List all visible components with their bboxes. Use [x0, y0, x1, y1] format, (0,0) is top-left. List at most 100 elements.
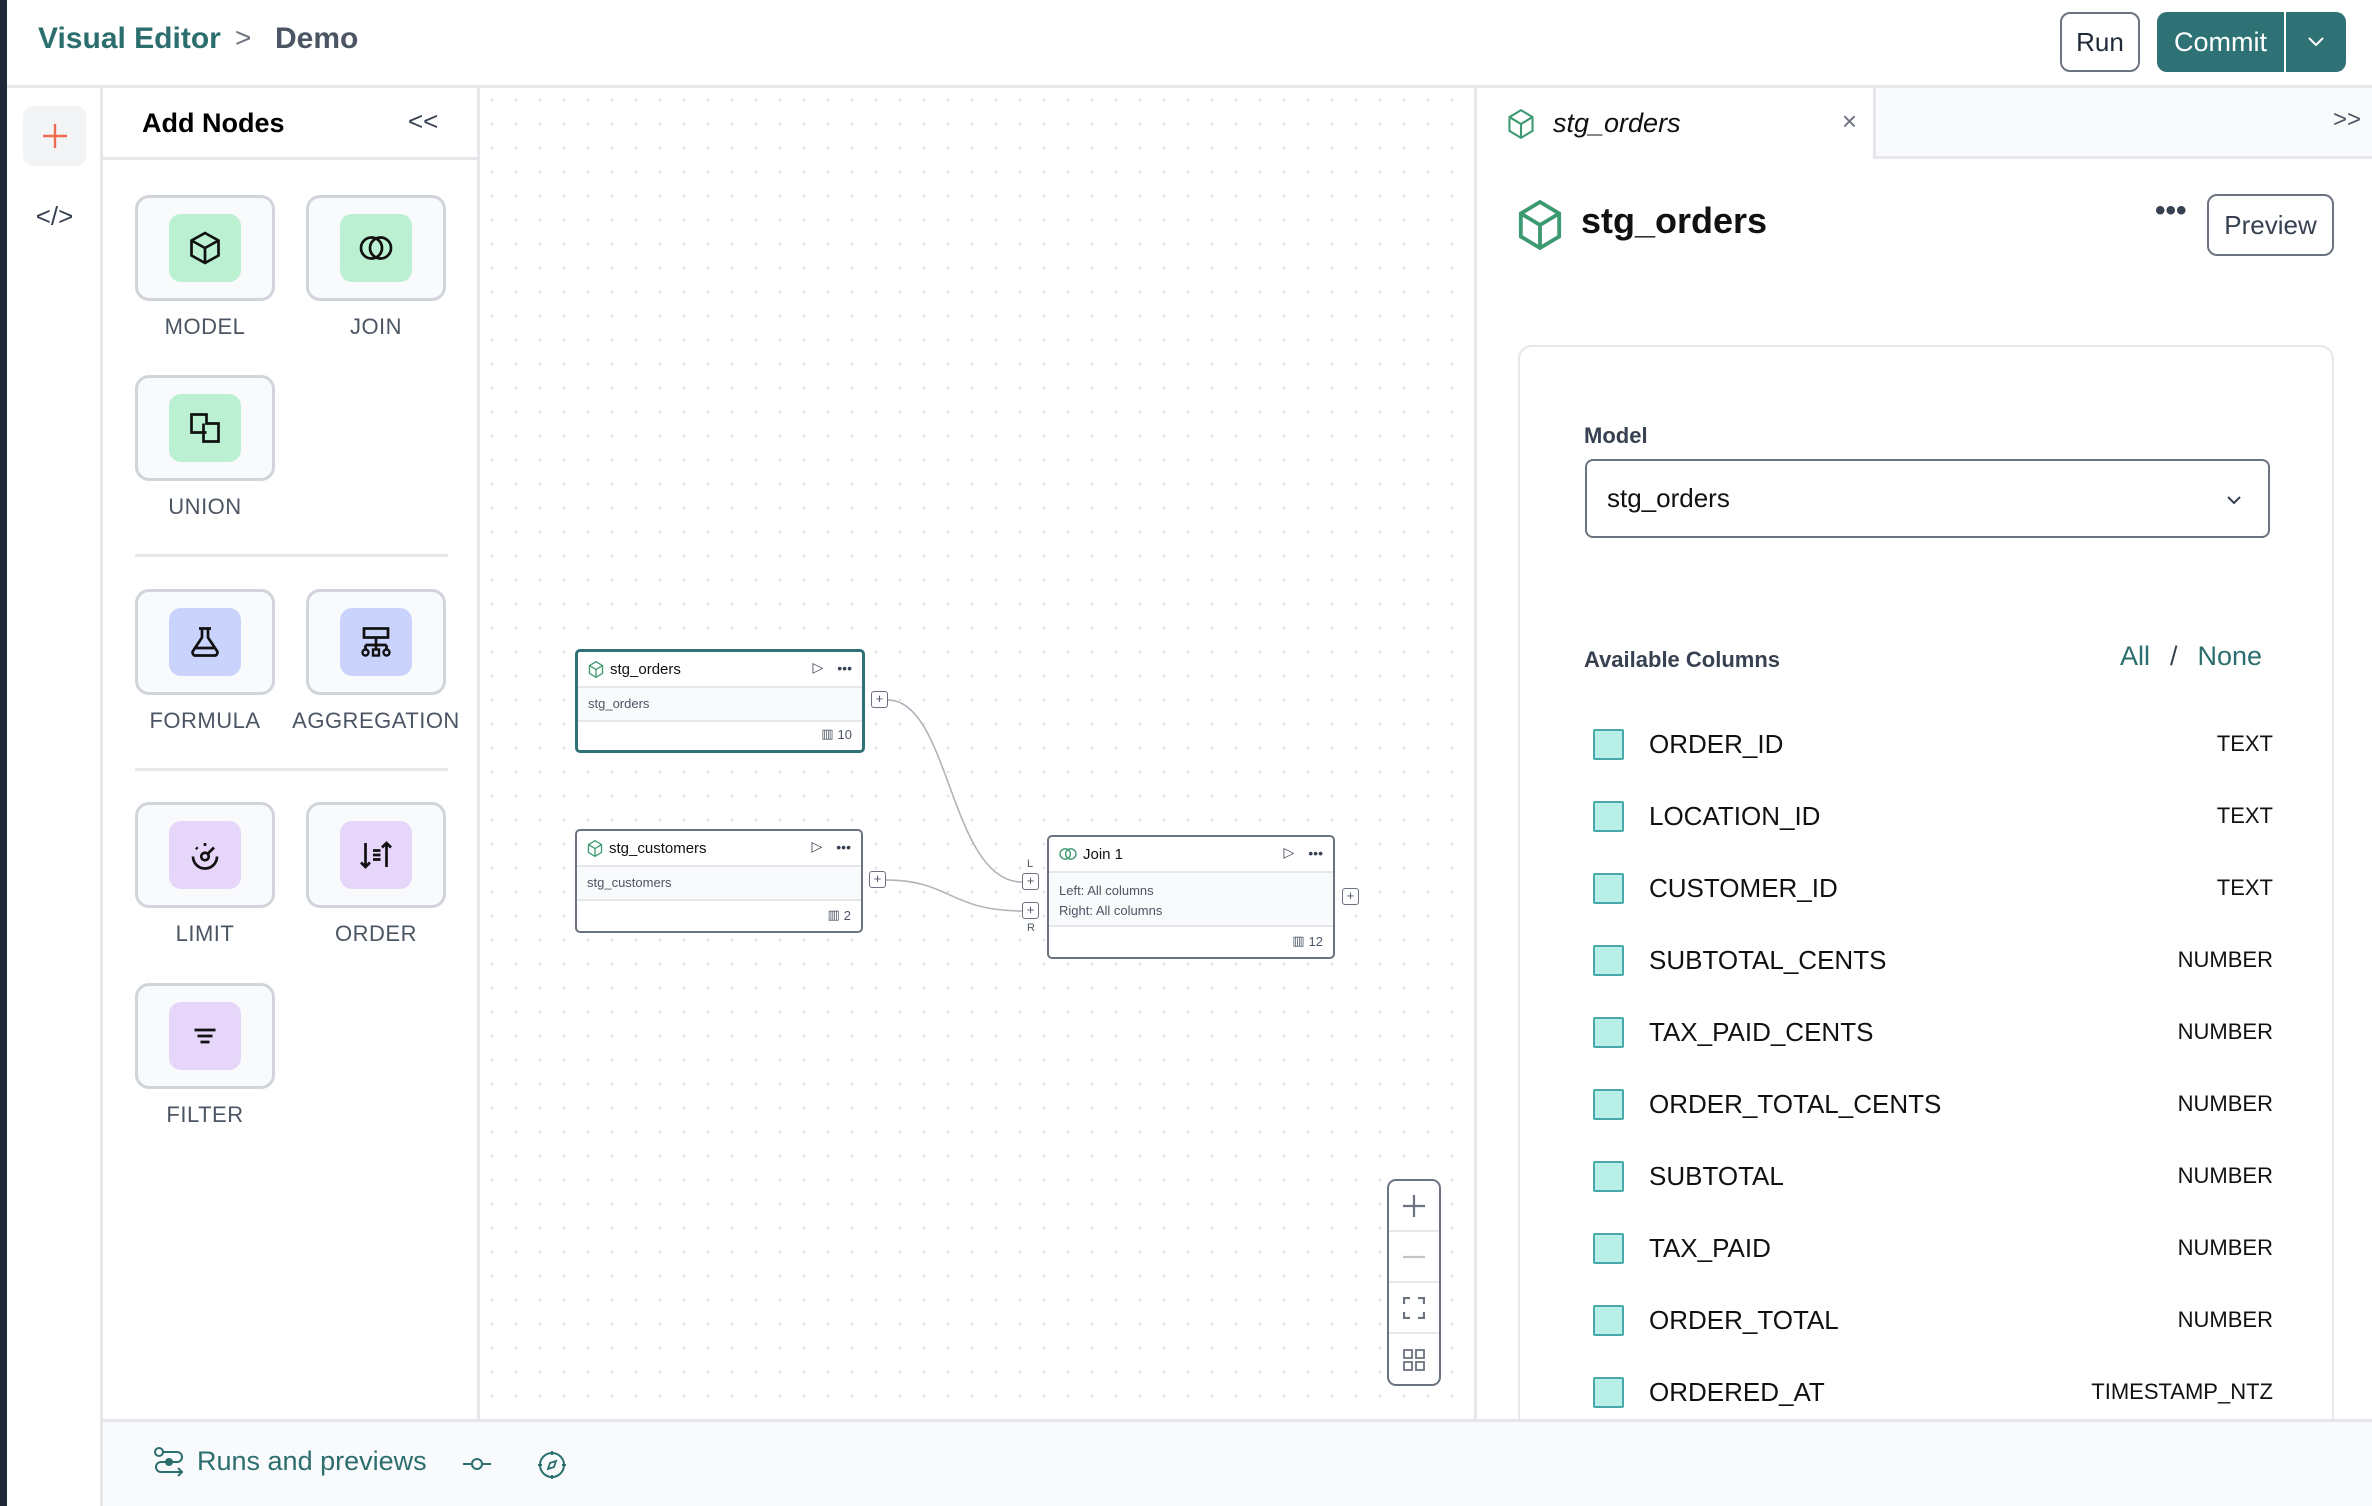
add-nodes-title: Add Nodes [142, 108, 285, 138]
node-title: Join 1 [1083, 845, 1124, 863]
columns-icon: ▥ [821, 726, 834, 741]
add-node-label: ORDER [335, 921, 417, 946]
run-button[interactable]: Run [2060, 12, 2140, 72]
column-name: SUBTOTAL [1649, 1160, 1784, 1191]
column-checkbox[interactable] [1593, 1160, 1624, 1192]
commit-icon[interactable] [462, 1456, 492, 1472]
grid-icon [1403, 1348, 1425, 1371]
add-node-formula[interactable] [135, 589, 275, 695]
more-icon[interactable]: ••• [837, 659, 852, 676]
column-checkbox[interactable] [1593, 728, 1624, 760]
close-tab-icon[interactable]: × [1841, 106, 1857, 136]
add-nodes-rail-button[interactable] [23, 106, 86, 166]
more-options-button[interactable]: ••• [2155, 194, 2187, 227]
fit-view-button[interactable] [1389, 1283, 1439, 1334]
column-name: ORDER_ID [1649, 728, 1784, 759]
add-node-aggregation[interactable] [306, 589, 446, 695]
add-node-union[interactable] [135, 375, 275, 481]
code-icon: </> [35, 200, 74, 231]
code-view-rail-button[interactable]: </> [23, 188, 86, 244]
add-node-limit[interactable] [135, 802, 275, 908]
flask-icon [191, 627, 219, 657]
output-port-join-1[interactable]: + [1342, 888, 1359, 905]
more-icon[interactable]: ••• [1308, 844, 1323, 861]
gauge-icon-bg [169, 821, 241, 889]
breadcrumb-separator: > [235, 22, 252, 53]
hierarchy-icon-bg [340, 608, 412, 676]
column-checkbox[interactable] [1593, 1376, 1624, 1408]
add-node-filter[interactable] [135, 983, 275, 1089]
plus-icon [42, 124, 67, 148]
select-none-link[interactable]: None [2197, 641, 2263, 671]
panel-tabs: stg_orders × >> [1477, 88, 2372, 159]
canvas-node-join-1[interactable]: Join 1 ▷••• Left: All columns Right: All… [1047, 835, 1335, 959]
runs-and-previews-button[interactable]: Runs and previews [153, 1446, 427, 1477]
node-title: stg_orders [610, 660, 681, 678]
join-icon [359, 236, 393, 260]
add-node-model[interactable] [135, 195, 275, 301]
column-checkbox[interactable] [1593, 944, 1624, 976]
input-port-right[interactable]: + [1022, 902, 1039, 919]
column-checkbox[interactable] [1593, 1088, 1624, 1120]
model-select[interactable]: stg_orders [1585, 459, 2270, 538]
commit-options-button[interactable] [2286, 12, 2346, 72]
input-port-left[interactable]: + [1022, 873, 1039, 890]
more-icon[interactable]: ••• [836, 838, 851, 855]
chevron-down-icon [2308, 37, 2324, 47]
chevron-down-icon [2227, 496, 2241, 505]
preview-button[interactable]: Preview [2207, 194, 2334, 256]
model-select-value: stg_orders [1607, 483, 1730, 513]
cube-icon-bg [169, 214, 241, 282]
play-icon[interactable]: ▷ [812, 659, 824, 675]
canvas-node-stg-orders[interactable]: stg_orders ▷••• stg_orders ▥10 [575, 649, 865, 753]
add-node-label: LIMIT [175, 921, 235, 946]
edge-customers-to-join [885, 879, 1023, 912]
add-node-label: MODEL [164, 314, 246, 339]
play-icon[interactable]: ▷ [1283, 844, 1295, 860]
canvas-node-stg-customers[interactable]: stg_customers ▷••• stg_customers ▥2 [575, 829, 863, 933]
collapse-panel-button[interactable]: << [408, 106, 439, 136]
column-checkbox[interactable] [1593, 872, 1624, 904]
expand-panel-button[interactable]: >> [2332, 106, 2361, 133]
column-name: ORDER_TOTAL [1649, 1304, 1839, 1335]
auto-layout-button[interactable] [1389, 1334, 1439, 1385]
tab-stg-orders[interactable]: stg_orders × [1477, 88, 1876, 159]
columns-icon: ▥ [1292, 933, 1305, 948]
filter-icon [194, 1028, 216, 1044]
output-port-stg-customers[interactable]: + [869, 871, 886, 888]
column-checkbox[interactable] [1593, 1232, 1624, 1264]
output-port-stg-orders[interactable]: + [871, 691, 888, 708]
play-icon[interactable]: ▷ [811, 838, 823, 854]
flow-canvas[interactable]: stg_orders ▷••• stg_orders ▥10 + stg_cus… [480, 88, 1474, 1419]
port-label-right: R [1027, 922, 1035, 934]
compass-icon[interactable] [537, 1450, 567, 1480]
runs-icon [154, 1446, 184, 1477]
join-icon-bg [340, 214, 412, 282]
hierarchy-icon [361, 627, 391, 657]
zoom-out-button[interactable] [1389, 1232, 1439, 1283]
add-node-join[interactable] [306, 195, 446, 301]
zoom-in-button[interactable] [1389, 1181, 1439, 1232]
column-checkbox[interactable] [1593, 1016, 1624, 1048]
add-node-label: JOIN [349, 314, 403, 339]
column-checkbox[interactable] [1593, 800, 1624, 832]
column-name: TAX_PAID [1649, 1232, 1771, 1263]
add-node-order[interactable] [306, 802, 446, 908]
select-all-link[interactable]: All [2120, 641, 2151, 671]
add-node-label: FILTER [166, 1102, 244, 1127]
commit-button[interactable]: Commit [2157, 12, 2284, 72]
select-all-none: All / None [2120, 641, 2262, 672]
breadcrumb-visual-editor[interactable]: Visual Editor [38, 22, 221, 55]
column-checkbox[interactable] [1593, 1304, 1624, 1336]
